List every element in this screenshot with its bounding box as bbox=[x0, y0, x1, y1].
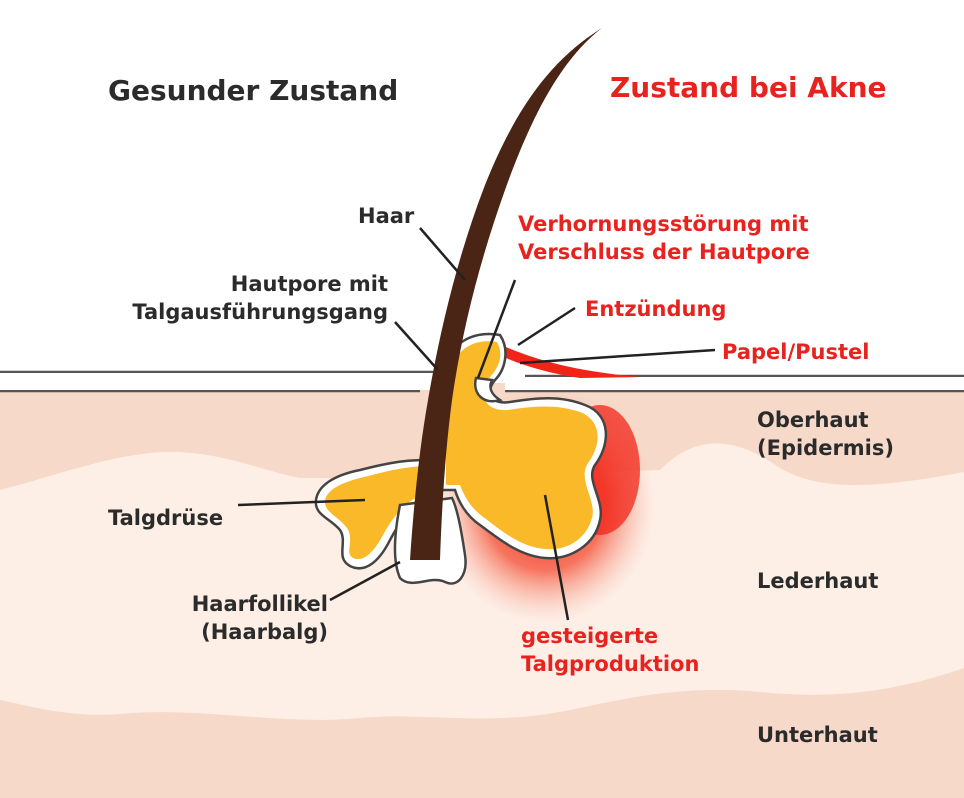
label-keratinization: Verhornungsstörung mit Verschluss der Ha… bbox=[518, 210, 810, 266]
label-follicle-line1: Haarfollikel bbox=[191, 592, 328, 616]
label-sebaceous-gland: Talgdrüse bbox=[108, 506, 224, 530]
label-keratinization-line1: Verhornungsstörung mit bbox=[518, 212, 809, 236]
label-follicle: Haarfollikel (Haarbalg) bbox=[168, 590, 328, 646]
skin-surface-fill-left bbox=[0, 373, 438, 390]
sebaceous-gland bbox=[324, 466, 425, 560]
label-pore: Hautpore mit Talgausführungsgang bbox=[118, 270, 388, 326]
heading-acne: Zustand bei Akne bbox=[610, 71, 887, 104]
label-epidermis-line1: Oberhaut bbox=[757, 408, 869, 432]
skin-surface-fill-right bbox=[505, 377, 964, 390]
label-pore-line2: Talgausführungsgang bbox=[132, 300, 388, 324]
label-follicle-line2: (Haarbalg) bbox=[201, 620, 328, 644]
comedo-sebum bbox=[446, 341, 598, 550]
pore-channel bbox=[474, 376, 503, 403]
label-sebum-line1: gesteigerte bbox=[521, 624, 659, 648]
label-keratinization-line2: Verschluss der Hautpore bbox=[518, 240, 810, 264]
label-sebum-production: gesteigerte Talgproduktion bbox=[521, 622, 699, 678]
label-epidermis-line2: (Epidermis) bbox=[757, 436, 894, 460]
label-hair: Haar bbox=[358, 204, 415, 228]
label-subcutis: Unterhaut bbox=[757, 723, 878, 747]
leader-lines bbox=[237, 227, 716, 621]
label-pore-line1: Hautpore mit bbox=[230, 272, 388, 296]
label-inflammation: Entzündung bbox=[585, 297, 727, 321]
hair-shaft bbox=[410, 28, 602, 560]
label-sebum-line2: Talgproduktion bbox=[521, 652, 700, 676]
label-dermis: Lederhaut bbox=[757, 569, 879, 593]
papule-streak bbox=[480, 335, 640, 378]
label-papule-pustule: Papel/Pustel bbox=[722, 340, 870, 364]
label-epidermis: Oberhaut (Epidermis) bbox=[757, 406, 894, 462]
heading-healthy: Gesunder Zustand bbox=[108, 74, 399, 107]
skin-surface bbox=[0, 370, 964, 393]
